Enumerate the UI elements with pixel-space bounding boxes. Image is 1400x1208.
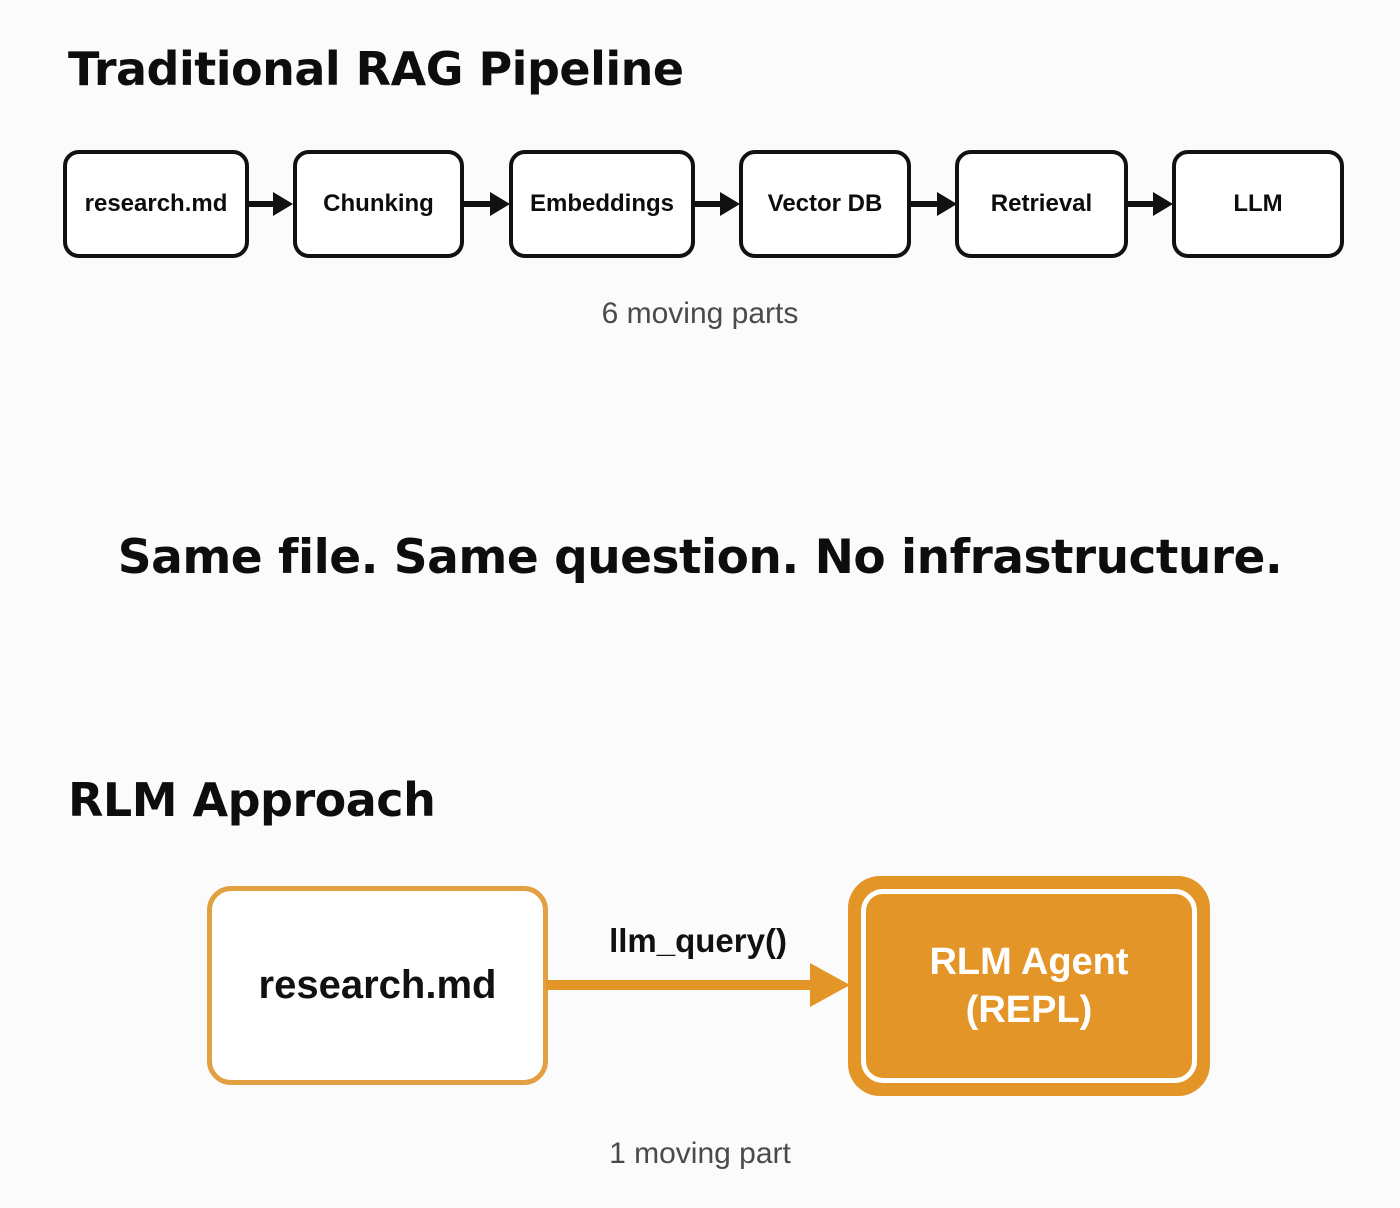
rlm-agent-label: RLM Agent bbox=[929, 941, 1129, 983]
rag-step-embeddings: Embeddings bbox=[509, 150, 695, 258]
tagline: Same file. Same question. No infrastruct… bbox=[117, 530, 1283, 585]
rag-step-research-md: research.md bbox=[63, 150, 249, 258]
rlm-source-file-box: research.md bbox=[207, 886, 548, 1085]
rlm-caption: 1 moving part bbox=[609, 1137, 791, 1170]
rag-step-chunking: Chunking bbox=[293, 150, 464, 258]
rag-step-vector-db: Vector DB bbox=[739, 150, 911, 258]
rlm-agent-box: RLM Agent (REPL) bbox=[848, 876, 1210, 1096]
rlm-arrow-label: llm_query() bbox=[609, 922, 787, 959]
rag-step-llm: LLM bbox=[1172, 150, 1344, 258]
rag-pipeline-title: Traditional RAG Pipeline bbox=[68, 42, 684, 96]
rlm-approach-title: RLM Approach bbox=[68, 773, 436, 827]
rlm-agent-sublabel: (REPL) bbox=[965, 989, 1093, 1031]
rlm-agent-inner: RLM Agent (REPL) bbox=[861, 889, 1197, 1083]
rag-step-retrieval: Retrieval bbox=[955, 150, 1128, 258]
rag-caption: 6 moving parts bbox=[601, 297, 799, 330]
